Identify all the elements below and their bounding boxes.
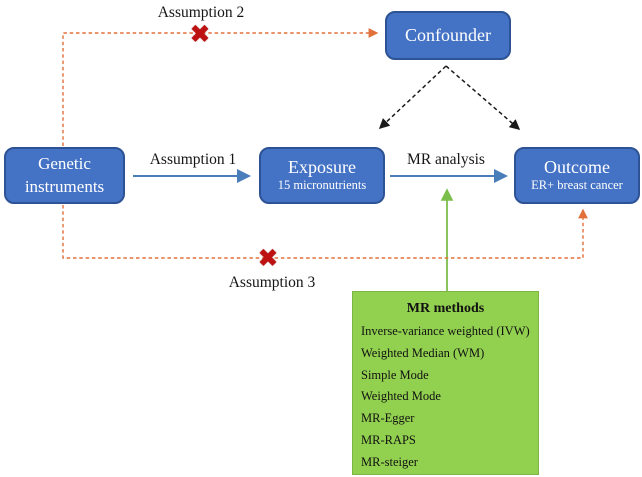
exposure-title: Exposure	[288, 157, 356, 178]
mr-method-item: MR-Egger	[361, 411, 415, 426]
assumption3-label: Assumption 3	[228, 274, 316, 291]
assumption2-dashed-connector	[62, 28, 379, 146]
confounder-node: Confounder	[385, 11, 511, 60]
confounder-outcome-dashed-arrow	[445, 65, 521, 130]
outcome-title: Outcome	[544, 157, 610, 178]
outcome-node: Outcome ER+ breast cancer	[514, 147, 640, 204]
assumption3-cross-icon: ✖	[257, 243, 279, 273]
mr-method-item: MR-RAPS	[361, 432, 416, 447]
mr-analysis-label: MR analysis	[407, 151, 485, 168]
genetic-instruments-node: Genetic instruments	[4, 147, 125, 204]
outcome-subtitle: ER+ breast cancer	[531, 178, 623, 193]
exposure-node: Exposure 15 micronutrients	[259, 147, 385, 204]
mr-method-item: Simple Mode	[361, 367, 429, 382]
confounder-exposure-dashed-arrow	[378, 65, 447, 130]
mr-method-item: MR-steiger	[361, 454, 418, 469]
assumption2-cross-icon: ✖	[189, 19, 211, 49]
mr-methods-title: MR methods	[406, 301, 485, 316]
confounder-label: Confounder	[405, 25, 491, 46]
assumption2-label: Assumption 2	[157, 4, 245, 21]
assumption1-label: Assumption 1	[149, 151, 237, 168]
mr-method-item: Weighted Mode	[361, 389, 441, 404]
exposure-subtitle: 15 micronutrients	[277, 178, 367, 193]
assumption3-dashed-connector	[62, 205, 588, 259]
mr-methods-box: MR methods Inverse-variance weighted (IV…	[352, 291, 539, 475]
genetic-instruments-label: Genetic instruments	[24, 153, 105, 196]
mr-method-item: Weighted Median (WM)	[361, 345, 485, 360]
mr-method-item: Inverse-variance weighted (IVW)	[361, 324, 530, 338]
